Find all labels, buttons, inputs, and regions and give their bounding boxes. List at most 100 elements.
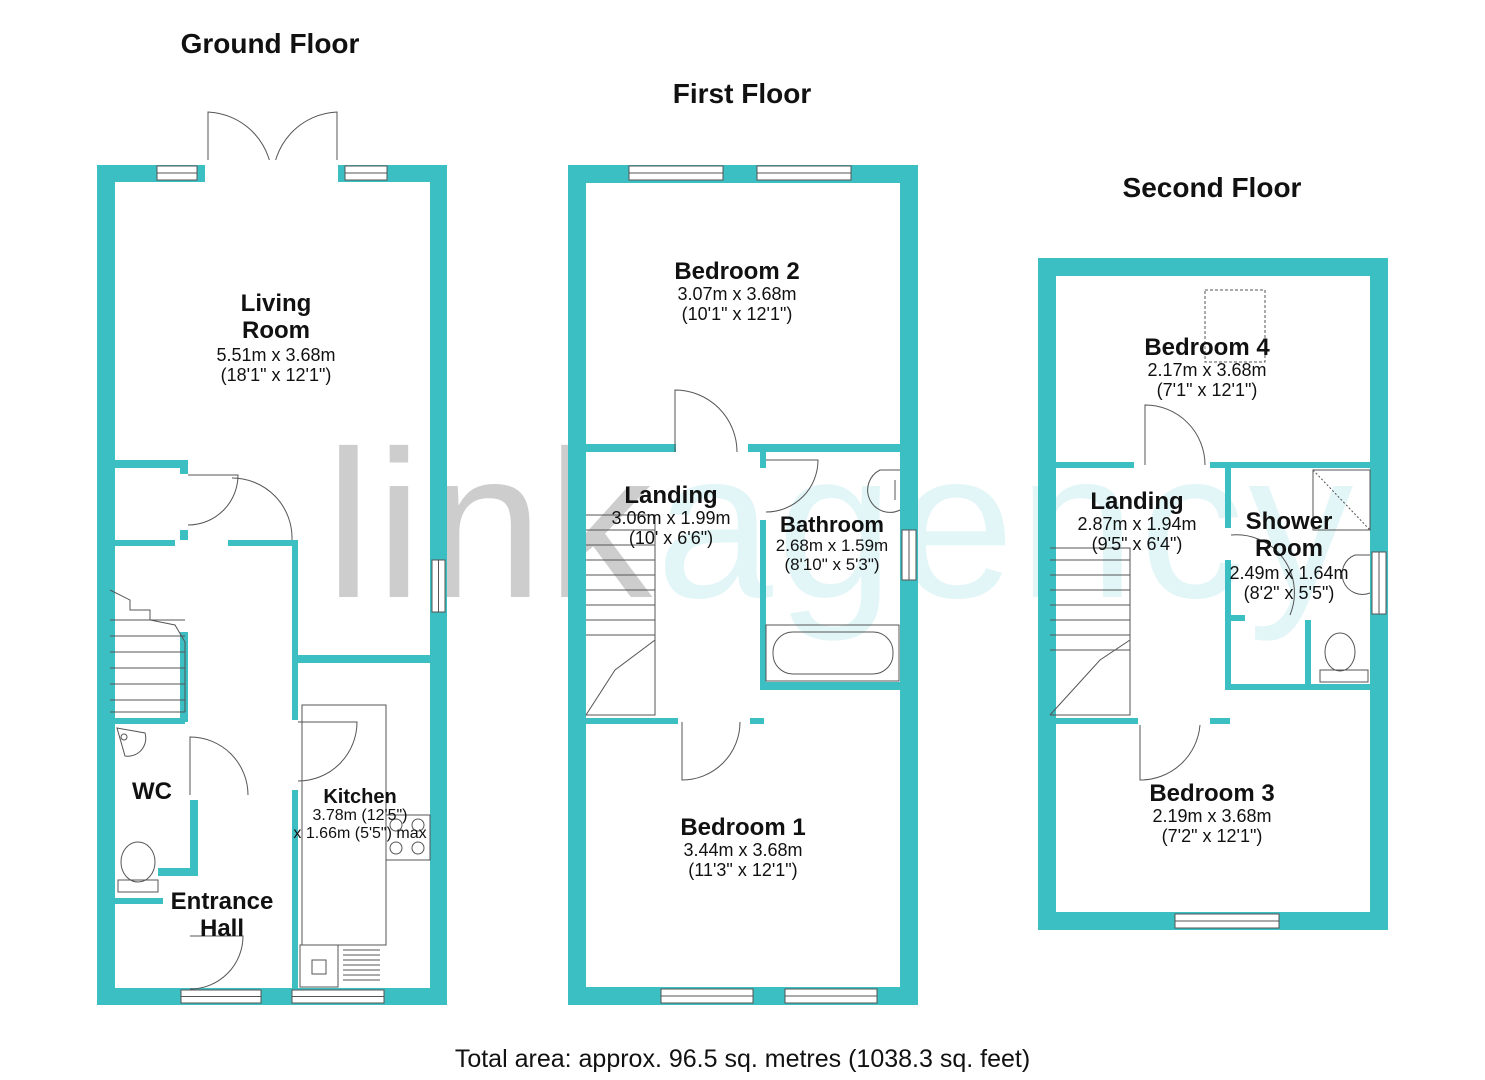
room-imperial: (10' x 6'6") [628, 528, 714, 548]
room-metric: 2.17m x 3.68m [1147, 360, 1267, 380]
room-metric: 2.68m x 1.59m [775, 536, 889, 555]
room-imperial: (9'5" x 6'4") [1091, 534, 1183, 554]
room-label-living-room: Living Room 5.51m x 3.68m (18'1" x 12'1"… [216, 290, 336, 384]
sink-bowl [299, 944, 339, 988]
room-name: Entrance Hall [170, 888, 274, 942]
room-label-kitchen: Kitchen 3.78m (12'5") x 1.66m (5'5") max [293, 787, 426, 842]
wall-segment [1038, 258, 1388, 276]
door-swing [297, 721, 358, 782]
room-label-bedroom-1: Bedroom 1 3.44m x 3.68m (11'3" x 12'1") [680, 814, 806, 880]
partition-wall [115, 898, 163, 904]
staircase [1049, 547, 1131, 716]
room-name: Bedroom 3 [1149, 780, 1275, 807]
partition-wall [292, 790, 298, 990]
room-label-first-landing: Landing 3.06m x 1.99m (10' x 6'6") [611, 482, 731, 548]
sink-drain [311, 959, 327, 975]
partition-wall [1210, 462, 1370, 468]
room-name: Kitchen [323, 786, 397, 808]
partition-wall [750, 718, 764, 724]
wall-segment [900, 165, 918, 1005]
toilet-bowl [1324, 632, 1356, 672]
room-label-shower-room: Shower Room 2.49m x 1.64m (8'2" x 5'5") [1229, 508, 1349, 603]
room-label-bedroom-2: Bedroom 2 3.07m x 3.68m (10'1" x 12'1") [674, 258, 800, 324]
basin [867, 469, 901, 513]
room-imperial: (7'2" x 12'1") [1161, 826, 1263, 846]
partition-wall [760, 520, 766, 690]
partition-wall [760, 682, 900, 690]
toilet-bowl [120, 841, 156, 883]
partition-wall [115, 540, 175, 546]
partition-wall [1225, 615, 1245, 621]
room-metric: 2.49m x 1.64m [1229, 562, 1349, 583]
room-label-entrance-hall: Entrance Hall [170, 888, 274, 943]
room-name: WC [132, 778, 172, 805]
room-name: Living Room [240, 290, 312, 344]
second-floor-title: Second Floor [1122, 172, 1302, 203]
first-floor-title: First Floor [672, 78, 812, 109]
room-label-bedroom-4: Bedroom 4 2.17m x 3.68m (7'1" x 12'1") [1144, 334, 1270, 400]
partition-wall [760, 452, 766, 468]
hob-ring [389, 818, 403, 832]
door-swing [189, 935, 244, 990]
wall-segment [568, 165, 586, 1005]
door-swing [681, 721, 741, 781]
room-metric: 2.87m x 1.94m [1077, 514, 1197, 534]
partition-wall [180, 460, 188, 474]
room-metric: 5.51m x 3.68m [216, 344, 336, 365]
door-swing [189, 736, 249, 796]
basin-tap [120, 733, 128, 741]
room-name: Shower Room [1245, 508, 1333, 562]
room-imperial: (10'1" x 12'1") [681, 304, 793, 324]
door-swing [187, 474, 239, 526]
partition-wall [586, 444, 676, 452]
hob-ring [411, 841, 425, 855]
partition-wall [1056, 462, 1134, 468]
fixtures [109, 111, 1371, 990]
door-swing [231, 477, 293, 541]
shower-diagonal [1312, 469, 1371, 531]
partition-wall [1210, 718, 1230, 724]
room-imperial: (8'2" x 5'5") [1243, 582, 1335, 603]
partition-wall [115, 718, 185, 724]
hob-ring [389, 841, 403, 855]
partition-wall [748, 444, 900, 452]
room-label-bedroom-3: Bedroom 3 2.19m x 3.68m (7'2" x 12'1") [1149, 780, 1275, 846]
wall-segment [568, 165, 918, 183]
room-imperial: x 1.66m (5'5") max [293, 825, 427, 842]
bath-inner [772, 631, 894, 675]
room-name: Bedroom 4 [1144, 334, 1270, 361]
room-metric: 3.07m x 3.68m [677, 284, 797, 304]
room-name: Bedroom 2 [674, 258, 800, 285]
room-name: Bedroom 1 [680, 814, 806, 841]
partition-wall [586, 718, 678, 724]
door-swing [765, 459, 819, 513]
basin [116, 727, 147, 757]
wall-segment [1038, 258, 1056, 930]
room-metric: 3.06m x 1.99m [611, 508, 731, 528]
room-name: Landing [624, 482, 718, 509]
door-swing [1139, 724, 1201, 781]
door-swing [1230, 534, 1295, 616]
basin [1341, 554, 1371, 595]
room-metric: 3.78m (12'5") [312, 807, 408, 824]
room-label-bathroom: Bathroom 2.68m x 1.59m (8'10" x 5'3") [775, 514, 889, 574]
partition-wall [115, 460, 187, 468]
hob-ring [411, 818, 425, 832]
ground-floor-title: Ground Floor [180, 28, 360, 59]
room-imperial: (7'1" x 12'1") [1156, 380, 1258, 400]
door-swing [674, 389, 738, 453]
partition-wall [1225, 468, 1231, 528]
stair-edge [1050, 640, 1131, 716]
room-imperial: (11'3" x 12'1") [688, 860, 798, 880]
wall-segment [97, 165, 115, 1005]
partition-wall [1225, 560, 1231, 690]
partition-wall [180, 530, 188, 540]
room-name: Landing [1090, 488, 1184, 515]
wall-segment [97, 988, 447, 1005]
room-label-wc: WC [132, 780, 172, 804]
partition-wall [1305, 620, 1311, 684]
partition-wall [180, 632, 188, 722]
partition-wall [292, 540, 298, 720]
total-area-caption: Total area: approx. 96.5 sq. metres (103… [454, 1045, 1031, 1073]
